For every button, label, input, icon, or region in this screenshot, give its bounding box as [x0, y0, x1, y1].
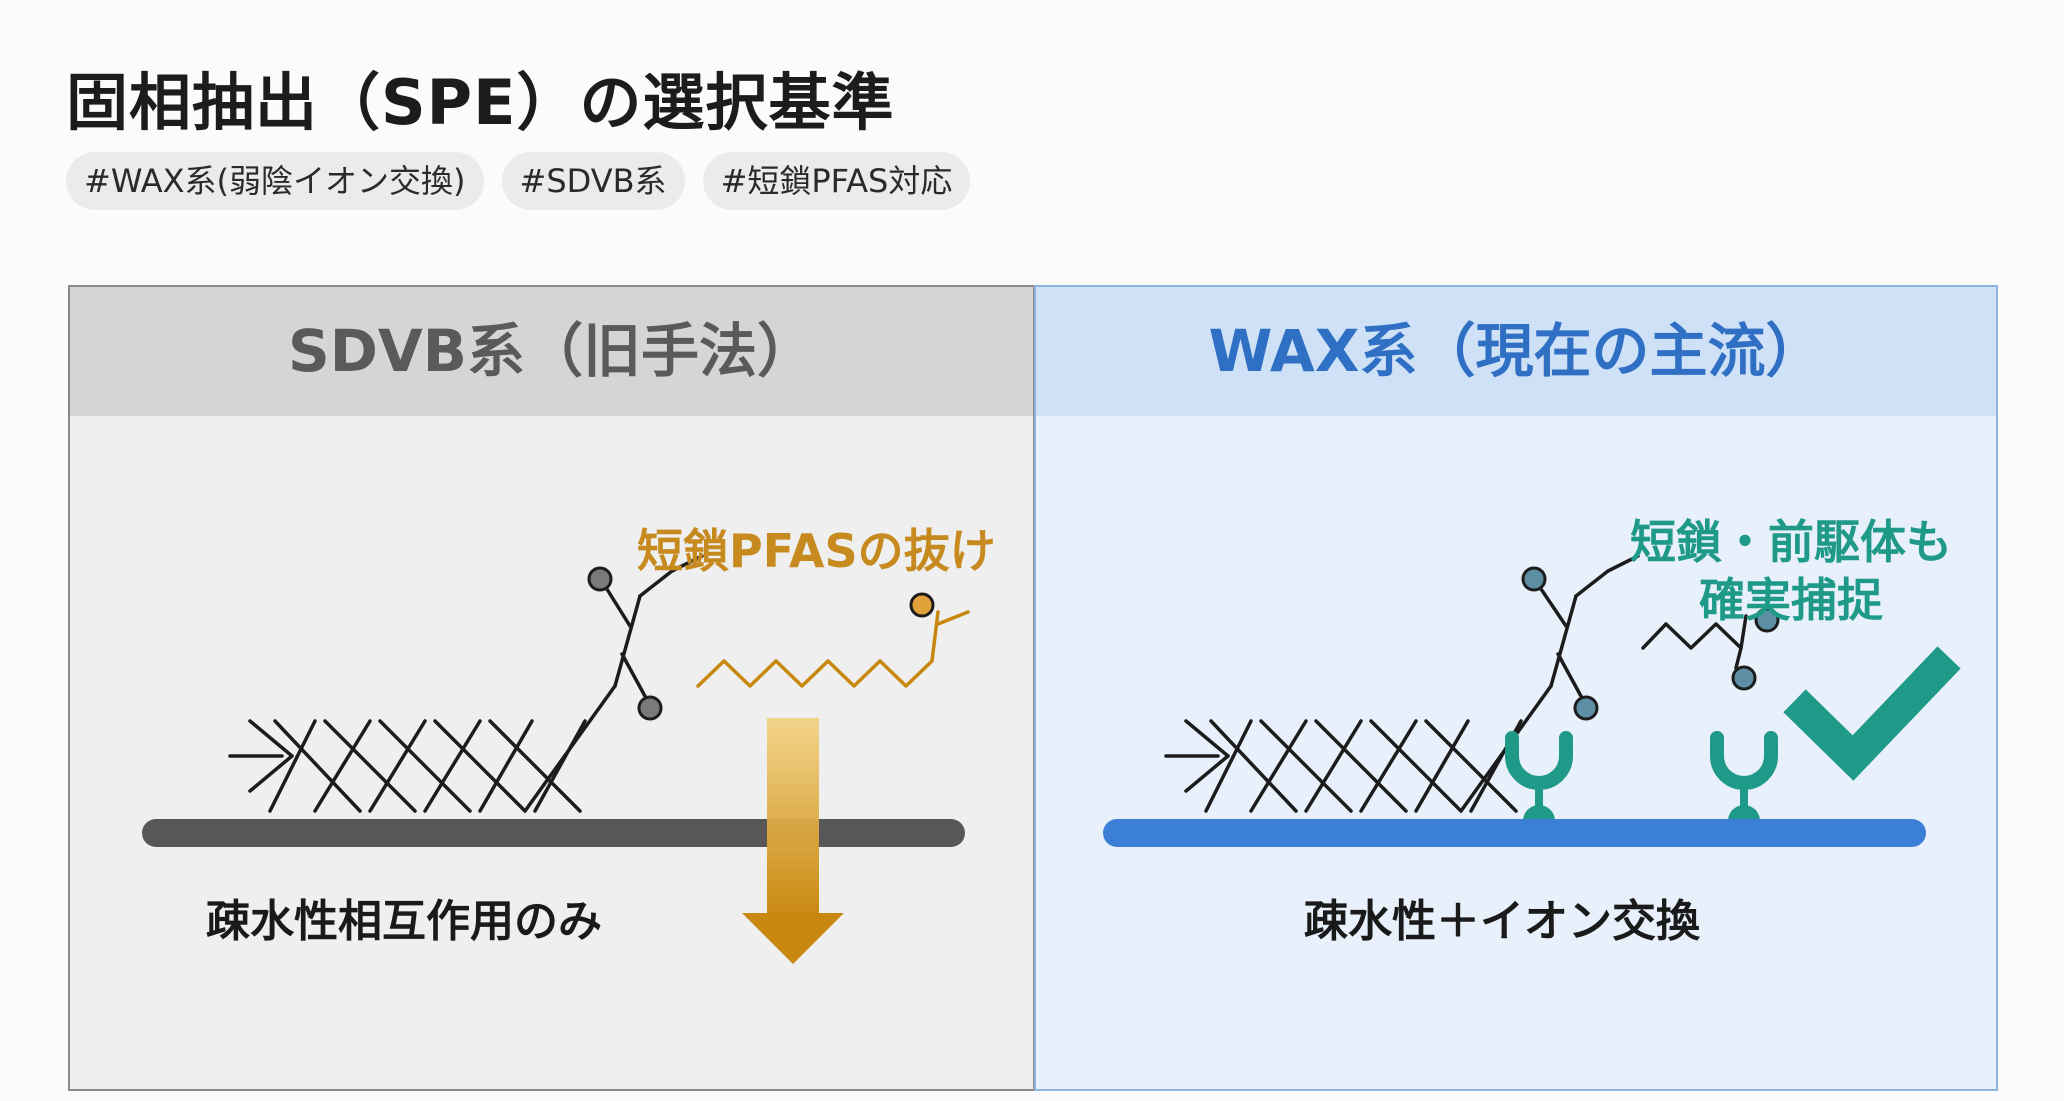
pfas-head-icon — [1754, 607, 1780, 633]
polymer-lattice-icon — [228, 554, 704, 813]
page-title: 固相抽出（SPE）の選択基準 — [66, 66, 895, 139]
sdvb-panel: SDVB系（旧手法） — [68, 285, 1035, 1091]
leak-arrow-head — [742, 913, 844, 964]
functional-group-icon — [1573, 695, 1599, 721]
functional-group-icon — [587, 566, 613, 592]
sdvb-illustration — [142, 554, 970, 964]
functional-group-icon — [1521, 566, 1547, 592]
capture-note: 短鎖・前駆体も 確実捕捉 — [1606, 513, 1976, 629]
short-chain-pfas-icon — [696, 610, 940, 688]
wax-illustration — [1103, 554, 1961, 847]
capture-note-line-2: 確実捕捉 — [1699, 573, 1883, 627]
capture-note-line-1: 短鎖・前駆体も — [1630, 515, 1952, 569]
tag-short-chain[interactable]: #短鎖PFAS対応 — [702, 152, 971, 210]
check-icon — [1783, 646, 1961, 781]
leak-arrow-shaft — [767, 718, 819, 918]
leak-note: 短鎖PFASの抜け — [637, 524, 996, 578]
tag-list: #WAX系(弱陰イオン交換) #SDVB系 #短鎖PFAS対応 — [66, 152, 971, 210]
sorbent-base-bar — [142, 819, 965, 847]
sorbent-base-bar — [1103, 819, 1926, 847]
tag-wax[interactable]: #WAX系(弱陰イオン交換) — [66, 152, 484, 210]
sdvb-caption: 疎水性相互作用のみ — [206, 896, 602, 947]
wax-panel-header: WAX系（現在の主流） — [1036, 287, 1996, 416]
pfas-head-icon — [909, 592, 935, 618]
polymer-lattice-icon — [1164, 554, 1640, 813]
wax-panel: WAX系（現在の主流） — [1034, 285, 1998, 1091]
wax-caption: 疎水性＋イオン交換 — [1304, 896, 1700, 947]
pfas-head-icon — [1731, 665, 1757, 691]
functional-group-icon — [637, 695, 663, 721]
sdvb-panel-header: SDVB系（旧手法） — [70, 287, 1033, 416]
short-chain-pfas-icon — [1641, 614, 1748, 650]
tag-sdvb[interactable]: #SDVB系 — [501, 152, 685, 210]
